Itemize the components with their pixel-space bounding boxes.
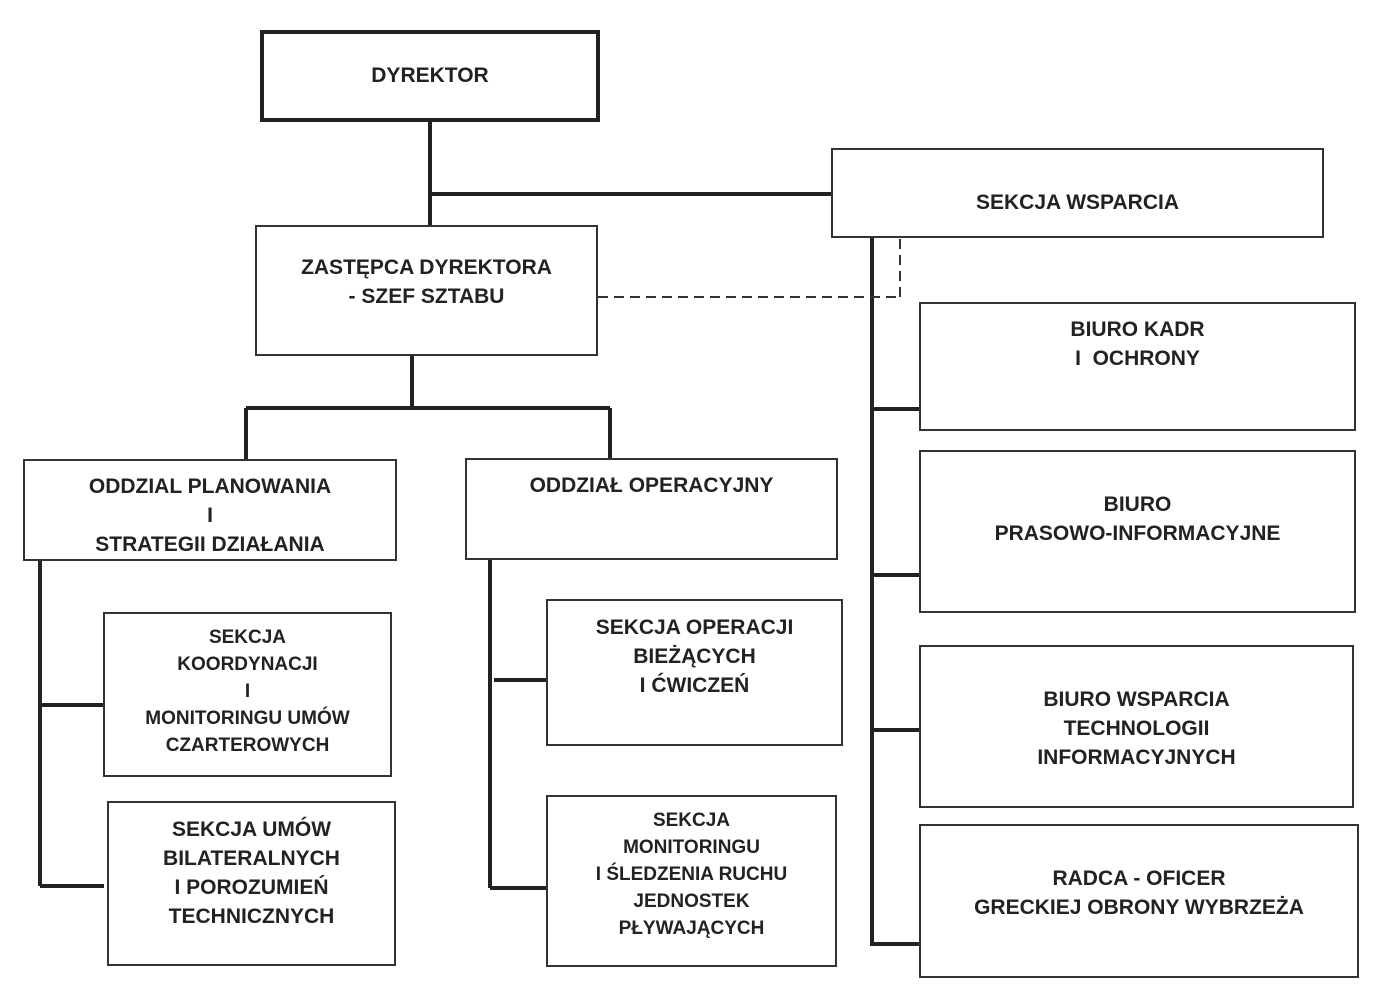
node-operations-department: ODDZIAŁ OPERACYJNY [465,458,838,560]
node-deputy-director: ZASTĘPCA DYREKTORA- SZEF SZTABU [255,225,598,356]
node-deputy-director-label: ZASTĘPCA DYREKTORA- SZEF SZTABU [301,256,552,308]
node-director-label: DYREKTOR [371,64,489,87]
node-support-section-label: SEKCJA WSPARCIA [975,191,1180,214]
node-support-section: SEKCJA WSPARCIA [831,148,1324,238]
node-director: DYREKTOR [260,30,600,122]
node-operations-department-label: ODDZIAŁ OPERACYJNY [529,474,774,497]
